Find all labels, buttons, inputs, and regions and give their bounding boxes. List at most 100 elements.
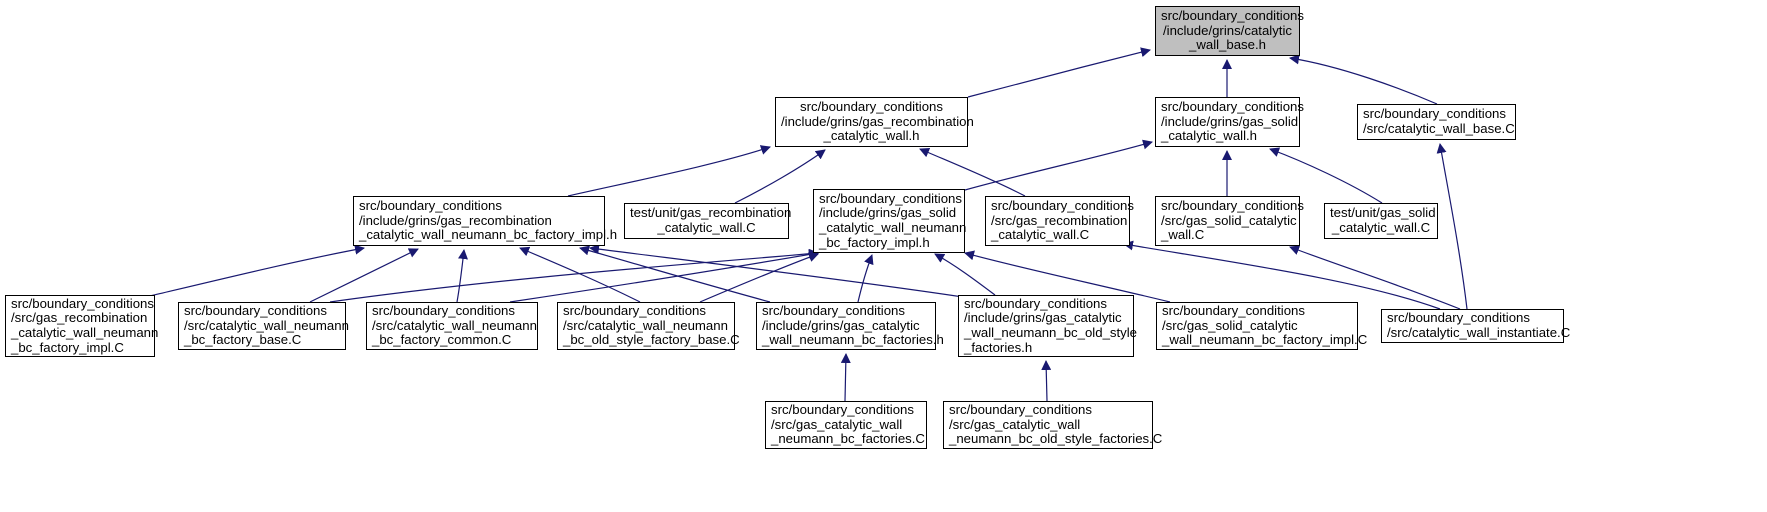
node-label-line: src/boundary_conditions — [1161, 198, 1304, 214]
node-label-line: _wall_neumann_bc_factory_impl.C — [1162, 332, 1368, 348]
edge-n14-to-n7 — [699, 252, 819, 303]
node-label-line: _neumann_bc_old_style_factories.C — [949, 431, 1163, 447]
node-label-line: _catalytic_wall_neumann — [11, 325, 159, 340]
graph-node-n3[interactable]: src/boundary_conditions/include/grins/ga… — [1155, 97, 1304, 147]
graph-node-n4[interactable]: src/boundary_conditions/src/catalytic_wa… — [1357, 104, 1516, 140]
edge-n18-to-n9 — [1289, 245, 1461, 310]
edge-n16-to-n5 — [589, 244, 964, 298]
node-label-line: /src/gas_catalytic_wall — [771, 416, 903, 432]
node-label-line: /src/gas_recombination — [11, 310, 148, 326]
graph-node-n1[interactable]: src/boundary_conditions/include/grins/ca… — [1155, 6, 1304, 56]
node-label-line: src/boundary_conditions — [1162, 303, 1305, 319]
node-label-line: /include/grins/gas_catalytic — [762, 317, 920, 333]
graph-node-n9[interactable]: src/boundary_conditions/src/gas_solid_ca… — [1155, 196, 1304, 246]
node-label-line: /include/grins/catalytic — [1162, 22, 1292, 38]
node-label-line: src/boundary_conditions — [949, 402, 1092, 418]
node-label-line: _factories.h — [964, 339, 1033, 355]
edge-n19-to-n15 — [840, 353, 851, 402]
node-label-line: _catalytic_wall.C — [1331, 220, 1431, 235]
edge-n16-to-n7 — [934, 253, 996, 296]
edge-n14-to-n5 — [519, 246, 641, 303]
node-label-line: _catalytic_wall_neumann — [819, 220, 967, 235]
edge-n18-to-n8 — [1123, 240, 1441, 310]
edge-n8-to-n2 — [919, 147, 1026, 197]
graph-node-n8[interactable]: src/boundary_conditions/src/gas_recombin… — [985, 196, 1134, 246]
edge-n17-to-n7 — [964, 250, 1171, 303]
node-label-line: src/boundary_conditions — [1161, 99, 1304, 115]
node-label-line: _catalytic_wall.h — [1161, 128, 1258, 144]
node-label-line: src/boundary_conditions — [762, 303, 905, 319]
node-label-line: _bc_factory_impl.C — [11, 339, 124, 355]
edge-n15-to-n5 — [579, 245, 771, 303]
node-label-line: src/boundary_conditions — [11, 295, 154, 311]
node-label-line: _bc_factory_impl.h — [819, 234, 930, 250]
node-label-line: src/boundary_conditions — [372, 303, 515, 319]
node-label-line: _catalytic_wall.C — [991, 227, 1090, 243]
graph-node-n11[interactable]: src/boundary_conditions/src/gas_recombin… — [5, 295, 159, 357]
graph-node-n10[interactable]: test/unit/gas_solid_catalytic_wall.C — [1324, 203, 1438, 239]
graph-node-n16[interactable]: src/boundary_conditions/include/grins/ga… — [958, 295, 1138, 357]
node-label-line: _wall_base.h — [1189, 37, 1266, 53]
edge-n20-to-n16 — [1041, 360, 1052, 402]
edge-n6-to-n2 — [734, 149, 826, 204]
node-label-line: /src/gas_recombination — [991, 212, 1128, 228]
node-label-line: _wall.C — [1161, 227, 1205, 243]
node-label-line: _bc_old_style_factory_base.C — [563, 332, 740, 348]
graph-node-n14[interactable]: src/boundary_conditions/src/catalytic_wa… — [557, 302, 740, 350]
node-label-line: /src/catalytic_wall_instantiate.C — [1387, 325, 1571, 340]
edge-n11-to-n5 — [149, 244, 365, 297]
edge-n5-to-n2 — [567, 145, 771, 197]
node-label-line: /include/grins/gas_solid — [1161, 113, 1299, 129]
node-label-line: src/boundary_conditions — [359, 198, 502, 214]
graph-node-n5[interactable]: src/boundary_conditions/include/grins/ga… — [353, 196, 618, 246]
node-label-line: _wall_neumann_bc_old_style — [964, 325, 1138, 340]
graph-node-n19[interactable]: src/boundary_conditions/src/gas_catalyti… — [765, 401, 927, 449]
node-label-line: /include/grins/gas_solid — [819, 205, 957, 221]
node-label-line: /include/grins/gas_recombination — [359, 212, 552, 228]
edge-n13-to-n5 — [456, 249, 468, 303]
node-label-line: src/boundary_conditions — [563, 303, 706, 319]
node-label-line: /src/gas_catalytic_wall — [949, 416, 1081, 432]
edge-n15-to-n7 — [857, 254, 874, 303]
node-label-line: _neumann_bc_factories.C — [771, 431, 925, 447]
node-label-line: /src/catalytic_wall_base.C — [1363, 121, 1515, 136]
node-label-line: /src/catalytic_wall_neumann — [372, 317, 537, 333]
edge-n18-to-n4 — [1436, 143, 1468, 310]
node-label-line: /include/grins/gas_recombination — [781, 113, 974, 129]
edge-n7-to-n3 — [964, 139, 1153, 191]
node-label-line: src/boundary_conditions — [819, 190, 962, 206]
edge-n2-to-n1 — [967, 47, 1151, 98]
node-label-line: _catalytic_wall.h — [823, 128, 920, 144]
edge-n12-to-n5 — [309, 248, 419, 303]
graph-node-n12[interactable]: src/boundary_conditions/src/catalytic_wa… — [178, 302, 349, 350]
graph-node-n13[interactable]: src/boundary_conditions/src/catalytic_wa… — [366, 302, 538, 350]
node-label-line: _bc_factory_common.C — [372, 332, 512, 348]
graph-node-n7[interactable]: src/boundary_conditions/include/grins/ga… — [813, 189, 967, 253]
graph-node-n18[interactable]: src/boundary_conditions/src/catalytic_wa… — [1381, 309, 1571, 343]
edge-n12-to-n7 — [329, 248, 819, 303]
edge-n13-to-n7 — [509, 249, 819, 303]
node-label-line: src/boundary_conditions — [800, 99, 943, 115]
node-label-line: /src/catalytic_wall_neumann — [184, 317, 349, 333]
graph-node-n15[interactable]: src/boundary_conditions/include/grins/ga… — [756, 302, 944, 350]
edge-n10-to-n3 — [1269, 147, 1383, 204]
node-label-line: /src/gas_solid_catalytic — [1161, 212, 1297, 228]
graph-node-n6[interactable]: test/unit/gas_recombination_catalytic_wa… — [624, 203, 791, 239]
node-label-line: _catalytic_wall.C — [657, 220, 756, 235]
node-label-line: test/unit/gas_solid — [1330, 205, 1436, 221]
graph-node-n17[interactable]: src/boundary_conditions/src/gas_solid_ca… — [1156, 302, 1368, 350]
node-label-line: /src/gas_solid_catalytic — [1162, 317, 1298, 333]
node-label-line: _bc_factory_base.C — [184, 332, 302, 348]
graph-node-n2[interactable]: src/boundary_conditions/include/grins/ga… — [775, 97, 974, 147]
node-label-line: src/boundary_conditions — [964, 295, 1107, 311]
graph-node-n20[interactable]: src/boundary_conditions/src/gas_catalyti… — [943, 401, 1163, 449]
node-label-line: src/boundary_conditions — [1161, 8, 1304, 24]
node-label-line: src/boundary_conditions — [771, 402, 914, 418]
edge-n4-to-n1 — [1289, 54, 1438, 105]
node-label-line: /src/catalytic_wall_neumann — [563, 317, 728, 333]
node-label-line: _catalytic_wall_neumann_bc_factory_impl.… — [359, 227, 618, 243]
node-label-line: /include/grins/gas_catalytic — [964, 310, 1122, 326]
edges-layer — [149, 47, 1468, 402]
node-label-line: src/boundary_conditions — [991, 198, 1134, 214]
node-label-line: _wall_neumann_bc_factories.h — [762, 332, 944, 348]
